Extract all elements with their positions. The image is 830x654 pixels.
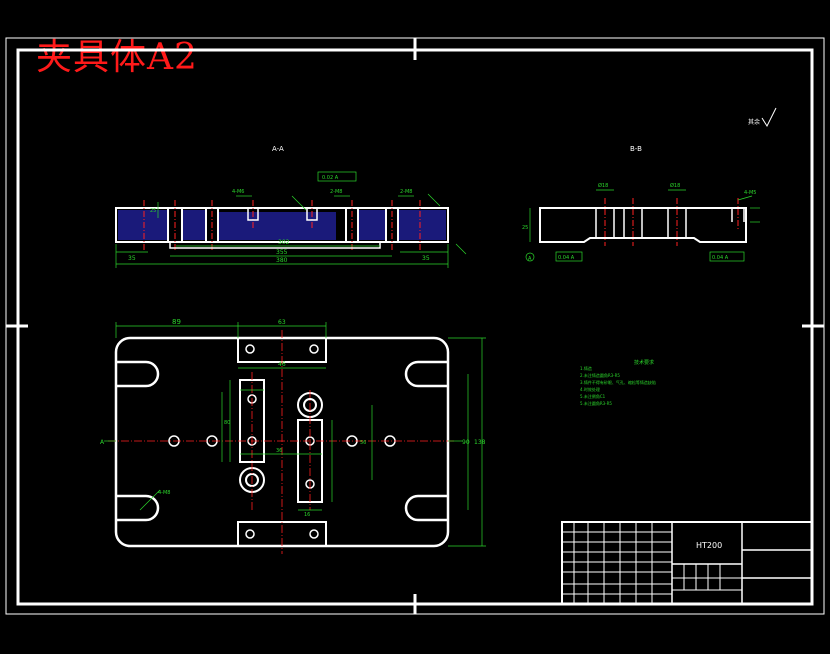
notes-title: 技术要求 [634,359,654,366]
dim-bb-d18-left: Ø18 [598,182,608,189]
dim-aa-4m6: 4-M6 [232,189,244,195]
dim-aa-2m8-right: 2-M8 [400,189,412,195]
notes-line-3: 3.铸件不得有砂眼、气孔、缩松等铸造缺陷 [580,379,656,385]
dim-bb-tol-right: 0.04 A [712,255,729,261]
dim-bb-datum: A [528,256,532,262]
section-label-aa: A-A [272,145,284,153]
dim-bb-25: 25 [522,225,528,231]
technical-notes: 技术要求 1.铸造 2.未注铸造圆角R3-R5 3.铸件不得有砂眼、气孔、缩松等… [580,359,656,406]
dim-plan-datum-a: A [100,439,105,446]
dim-aa-tolerance: 0.02 A [322,175,339,181]
dim-plan-138: 138 [474,439,486,446]
title-block-material: HT200 [696,541,722,550]
dim-plan-80: 80 [224,420,230,426]
dim-plan-4m8: 4-M8 [158,490,170,496]
sheet-border [5,37,825,615]
dim-plan-56: 56 [360,440,366,446]
section-aa-view: 35 35 302 355 380 4-M6 2-M8 2-M8 0.02 A … [115,171,467,268]
dim-aa-355: 355 [276,249,288,256]
dim-aa-35-left: 35 [128,255,136,262]
dim-plan-36: 36 [276,448,282,454]
notes-line-5: 5.未注倒角C1 [580,393,606,399]
plan-view: 89 63 46 138 90 80 56 36 16 4-M8 A [100,318,486,554]
notes-line-1: 1.铸造 [580,365,592,371]
section-bb-view: Ø18 Ø18 4-M5 25 0.04 A 0.04 A A [522,182,760,262]
dim-aa-302: 302 [278,239,290,246]
dim-plan-90: 90 [462,439,470,446]
dim-bb-4m5: 4-M5 [744,190,756,196]
dim-aa-25: 25 [150,208,156,214]
roughness-label: 其余 [748,118,760,126]
dim-plan-89: 89 [172,318,181,326]
dim-plan-63: 63 [278,319,286,326]
dim-plan-46: 46 [278,361,286,368]
notes-line-6: 5.未注圆角R3-R5 [580,400,612,406]
dim-aa-35-right: 35 [422,255,430,262]
drawing-title: 夹具体A2 [36,37,198,78]
title-block [561,521,813,605]
notes-line-4: 4.时效处理 [580,386,600,392]
dim-aa-2m8: 2-M8 [330,189,342,195]
dim-bb-tol-left: 0.04 A [558,255,575,261]
dim-aa-380: 380 [276,257,288,264]
dim-plan-16: 16 [304,512,310,518]
dim-bb-d18-right: Ø18 [670,182,680,189]
section-label-bb: B-B [630,145,642,153]
notes-line-2: 2.未注铸造圆角R3-R5 [580,372,620,378]
roughness-symbol [761,107,777,128]
